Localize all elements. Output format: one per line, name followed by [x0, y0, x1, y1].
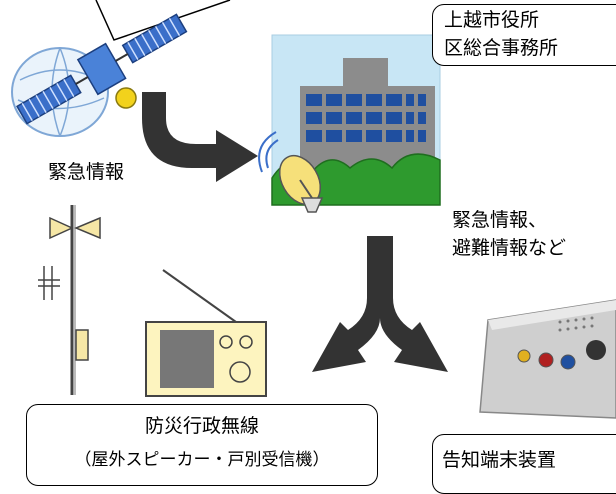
city-hall-building: [258, 34, 441, 213]
bousai-title: 防災行政無線: [144, 415, 259, 437]
city-hall-box: [432, 4, 616, 66]
info-label-line1: 緊急情報、: [452, 209, 548, 231]
terminal-title: 告知端末装置: [442, 449, 557, 471]
speech-bubble-tail: [95, 0, 231, 41]
satellite-icon: [11, 13, 188, 137]
city-hall-line2: 区総合事務所: [444, 37, 559, 59]
illustration-layer: [11, 0, 616, 419]
diagram-canvas: 上越市役所 区総合事務所 緊急情報 緊急情報、 避難情報など 防災行政無線 （屋…: [11, 0, 616, 494]
arrow-to-city-hall: [142, 92, 258, 182]
bousai-musen-box: [26, 404, 378, 486]
info-label-line2: 避難情報など: [452, 237, 567, 259]
satellite-emergency-label: 緊急情報: [48, 161, 125, 183]
notification-terminal: [479, 299, 616, 419]
city-hall-line1: 上越市役所: [444, 9, 540, 31]
outdoor-speaker-tower: [38, 205, 101, 395]
radio-receiver: [145, 269, 267, 397]
bousai-subtitle: （屋外スピーカー・戸別受信機）: [74, 450, 330, 470]
split-arrow: [312, 236, 448, 372]
